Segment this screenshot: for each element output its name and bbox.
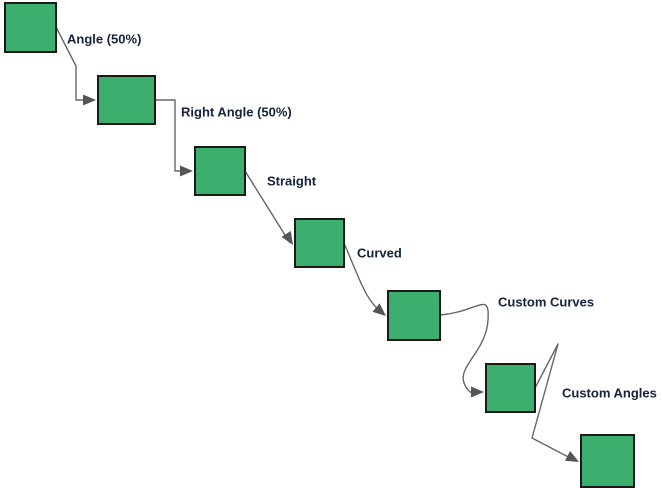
connector-custom-curves[interactable] [439, 303, 489, 393]
arrowhead-icon [471, 386, 484, 398]
diagram-node-6[interactable] [485, 363, 536, 413]
connector-custom-angles[interactable] [531, 343, 577, 462]
arrowhead-icon [281, 231, 293, 245]
arrowhead-icon [564, 451, 579, 462]
arrowhead-icon [180, 165, 193, 177]
diagram-node-3[interactable] [194, 146, 246, 196]
nodes-layer [4, 2, 635, 488]
connector-straight[interactable] [244, 170, 291, 244]
arrowhead-icon [372, 303, 386, 316]
edge-label-custom-curves: Custom Curves [498, 294, 594, 309]
arrowhead-icon [83, 94, 96, 106]
edge-label-custom-angles: Custom Angles [562, 385, 657, 400]
diagram-node-7[interactable] [580, 434, 635, 488]
diagram-node-1[interactable] [4, 2, 57, 53]
diagram-node-5[interactable] [387, 290, 441, 341]
arrowheads-layer [83, 94, 579, 462]
edge-label-curved: Curved [357, 245, 402, 260]
edge-labels-layer: Angle (50%) Right Angle (50%) StraightCurv… [67, 31, 657, 400]
edge-label-right-angle: Right Angle (50%) [181, 104, 292, 119]
edge-label-angle: Angle (50%) [67, 31, 141, 46]
diagram-node-2[interactable] [97, 75, 156, 125]
edge-label-straight: Straight [267, 173, 317, 188]
diagram-node-4[interactable] [294, 218, 345, 268]
